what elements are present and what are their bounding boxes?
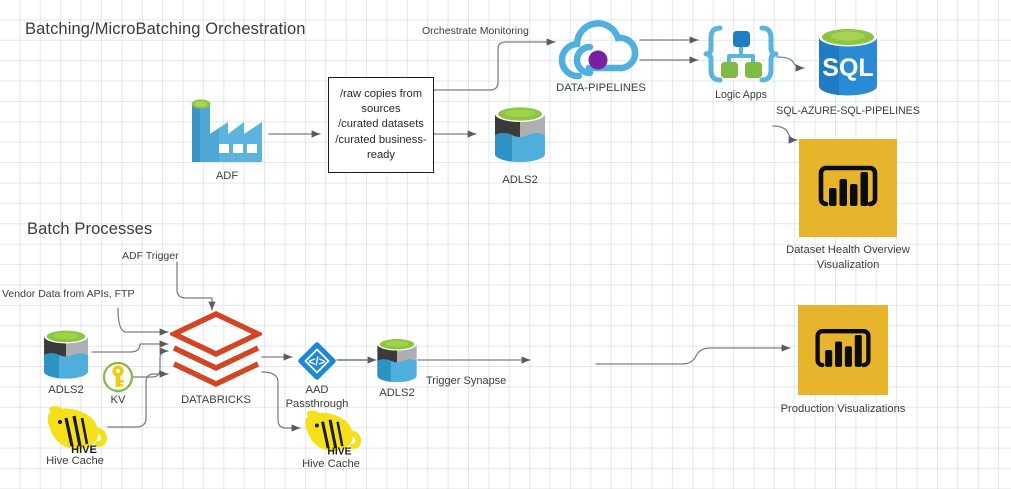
svg-text:HIVE: HIVE [71,444,97,456]
sql-text: SQL [822,54,873,82]
logic-apps-icon [703,25,779,83]
aad-passthrough-icon: </> [298,342,336,380]
apache-hive-icon: HIVE [47,406,108,456]
azure-sql-database-icon: SQL [819,27,877,96]
node-data-pipelines[interactable] [556,14,644,82]
node-adls2-bottom-mid[interactable] [371,334,423,386]
edge-adftrigger-to-databricks [176,261,216,311]
label-adls2-bottom-mid: ADLS2 [379,387,415,399]
label-adf: ADF [215,170,239,182]
azure-data-factory-icon [191,99,262,162]
edge-adls2-to-databricks [91,340,169,353]
edge-textbox-to-pipelines [433,38,556,91]
label-adls2-bottom-left: ADLS2 [48,384,84,396]
section-title-orchestration: Batching/MicroBatching Orchestration [25,20,306,38]
storage-folders-text: /raw copies from sources/curated dataset… [335,87,427,161]
label-aad-passthrough: AAD Passthrough [285,384,349,410]
adls2-cylinder-icon [495,106,545,162]
label-pbi-dataset-health: Dataset Health Overview Visualization [786,244,910,271]
label-logic-apps: Logic Apps [715,89,767,101]
node-adf[interactable] [186,90,268,170]
node-hive-cache-left[interactable]: HIVE [42,404,108,456]
key-vault-icon [102,361,134,393]
label-hive-cache-left: Hive Cache [46,455,104,467]
power-bi-icon [818,165,878,207]
label-sql-pipelines: SQL-AZURE-SQL-PIPELINES [776,105,920,117]
edge-label-vendor-data: Vendor Data from APIs, FTP [2,288,135,300]
node-key-vault[interactable] [101,360,135,394]
node-azure-sql[interactable]: SQL [813,24,883,100]
node-adls2-top[interactable] [487,101,553,167]
edge-label-trigger-synapse: Trigger Synapse [426,375,507,387]
edge-label-orchestrate-monitoring: Orchestrate Monitoring [422,25,529,37]
node-pbi-production[interactable] [798,305,888,395]
power-bi-icon [815,329,871,368]
node-logic-apps[interactable] [703,20,779,88]
edge-sql-to-pbi-health [772,125,798,144]
svg-text:</>: </> [309,357,326,369]
cloud-pipeline-icon [558,20,639,80]
label-hive-cache-mid: Hive Cache [302,458,360,470]
node-databricks[interactable] [167,310,265,392]
edge-label-adf-trigger: ADF Trigger [122,250,179,262]
label-pbi-production: Production Visualizations [780,403,906,415]
node-hive-cache-mid[interactable]: HIVE [300,408,362,458]
storage-folders-textbox[interactable]: /raw copies from sources/curated dataset… [328,77,434,173]
edge-vendordata-to-databricks [117,307,169,336]
adls2-cylinder-icon [377,337,417,383]
node-adls2-bottom-left[interactable] [37,325,95,383]
label-data-pipelines: DATA-PIPELINES [556,82,646,94]
edge-logicapps-to-sql [776,56,805,72]
apache-hive-icon: HIVE [305,410,362,458]
edge-synapse-to-pbi-production [595,344,791,365]
label-adls2-top: ADLS2 [502,174,538,186]
node-aad-passthrough[interactable]: </> [296,340,338,382]
databricks-icon [167,311,265,387]
svg-text:HIVE: HIVE [327,447,351,458]
adls2-cylinder-icon [44,329,88,379]
label-databricks: DATABRICKS [181,394,251,406]
node-pbi-dataset-health[interactable] [799,139,897,237]
section-title-batch-processes: Batch Processes [27,220,153,238]
label-key-vault: KV [110,394,126,406]
